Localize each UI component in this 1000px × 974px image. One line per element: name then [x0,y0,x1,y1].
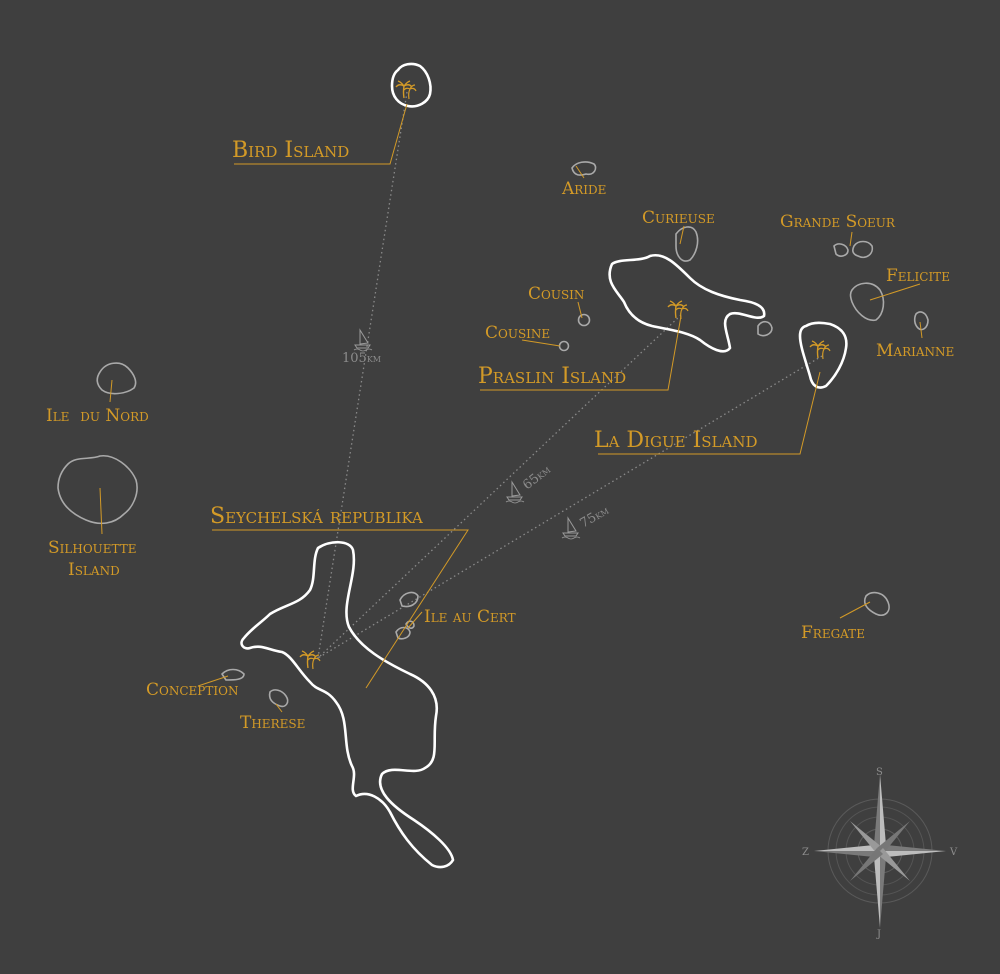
label-ile-du-nord: Ile du Nord [46,406,149,426]
island-fregate[interactable] [863,591,890,617]
island-felicite[interactable] [849,282,885,322]
palm-tree-icon [395,80,417,100]
compass-rose-icon: S J V Z [802,767,958,940]
island-curieuse[interactable] [675,226,699,262]
label-conception: Conception [146,680,238,700]
compass-north: S [876,767,883,778]
label-republic: Seychelská republika [210,504,423,529]
compass-east: V [949,847,958,858]
sailboat-icon [505,481,525,504]
palm-tree-icon [299,650,321,670]
compass-south: J [876,929,881,940]
label-grande-soeur: Grande Soeur [780,212,896,232]
distance-la-digue: 75km [578,503,612,531]
label-bird-island: Bird Island [232,138,349,163]
island-silhouette[interactable] [57,455,138,525]
distance-bird: 105km [342,351,381,366]
sailboat-icon [561,517,581,540]
island-cousin[interactable] [577,313,591,327]
label-aride: Aride [561,179,606,199]
label-praslin-island: Praslin Island [478,364,626,389]
route-bird [317,91,408,659]
palm-tree-icon [667,300,689,320]
island-ile-au-cert[interactable] [395,591,419,640]
island-cousine[interactable] [558,340,570,352]
island-conception[interactable] [221,668,245,681]
island-marianne[interactable] [913,311,929,331]
island-cocos[interactable] [757,320,773,337]
island-aride[interactable] [571,161,597,176]
island-la-digue[interactable] [798,321,848,389]
island-grande-soeur[interactable] [833,240,874,259]
label-ile-au-cert: Ile au Cert [424,607,516,627]
label-silhouette: Silhouette [48,538,137,558]
label-cousine: Cousine [485,323,550,343]
island-praslin[interactable] [608,253,766,353]
island-therese[interactable] [268,689,289,708]
label-therese: Therese [240,713,305,733]
island-mahe[interactable] [240,540,455,869]
label-fregate: Fregate [801,623,865,643]
route-la-digue [317,355,823,659]
label-la-digue-island: La Digue Island [594,428,757,453]
island-ile-du-nord[interactable] [96,362,137,395]
label-curieuse: Curieuse [642,208,715,228]
label-silhouette-island: Island [68,560,120,580]
palm-tree-icon [809,340,831,360]
distance-praslin: 65km [520,462,553,493]
label-felicite: Felicite [886,266,950,286]
compass-west: Z [802,847,809,858]
island-bird[interactable] [390,62,432,108]
label-cousin: Cousin [528,284,584,304]
label-marianne: Marianne [876,341,954,361]
